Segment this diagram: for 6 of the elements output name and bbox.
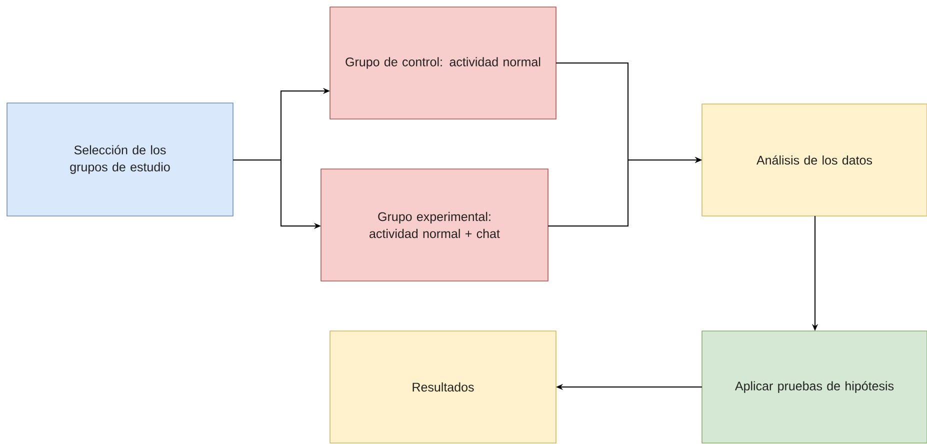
process-box: Selección de los grupos de estudio: [6, 102, 234, 216]
process-box: Grupo de control: actividad normal: [330, 6, 556, 120]
process-box: Aplicar pruebas de hipótesis: [702, 330, 927, 444]
process-box: Análisis de los datos: [702, 104, 927, 216]
process-box: Grupo experimental: actividad normal + chat: [320, 168, 548, 282]
process-box: Resultados: [330, 330, 556, 444]
